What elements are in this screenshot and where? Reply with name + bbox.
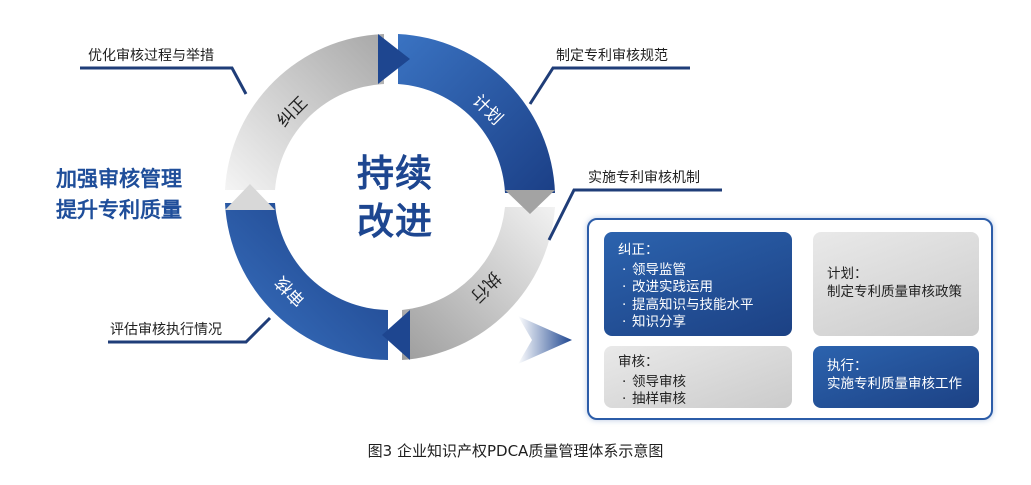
slogan-line2: 提升专利质量 (56, 198, 182, 222)
segment-check (225, 203, 388, 360)
figure-caption: 图3 企业知识产权PDCA质量管理体系示意图 (367, 442, 664, 460)
panel-check-title: 审核： (618, 354, 659, 370)
panel-check-item: 领导审核 (622, 374, 778, 392)
panel-act-item: 提高知识与技能水平 (622, 297, 778, 315)
callout-check: 评估审核执行情况 (110, 322, 222, 338)
segment-act (225, 34, 384, 190)
center-title: 持续 改进 (330, 150, 460, 246)
callout-act: 优化审核过程与举措 (88, 48, 214, 64)
panel-act-title: 纠正： (618, 242, 659, 258)
leader-line-plan (528, 66, 690, 105)
arrow-head-act (225, 184, 275, 210)
callout-plan: 制定专利审核规范 (556, 48, 668, 64)
center-title-line1: 持续 (357, 152, 433, 195)
segment-do (402, 207, 555, 360)
panel-pointer-arrow (518, 316, 572, 364)
panel-act-item: 知识分享 (622, 314, 778, 332)
panel-do-text: 实施专利质量审核工作 (827, 375, 962, 392)
panel-box-plan: 计划： 制定专利质量审核政策 (813, 232, 979, 336)
callout-do: 实施专利审核机制 (588, 170, 700, 186)
arrow-head-plan (378, 34, 410, 84)
panel-plan-title: 计划： (827, 266, 868, 282)
panel-check-item: 抽样审核 (622, 391, 778, 409)
arrow-head-check (382, 310, 410, 360)
segment-plan (398, 34, 555, 193)
panel-plan-text: 制定专利质量审核政策 (827, 283, 962, 300)
leader-line-act (80, 66, 248, 95)
panel-act-item: 改进实践运用 (622, 279, 778, 297)
leader-line-check (108, 316, 272, 344)
leader-line-do (547, 188, 722, 241)
panel-box-act: 纠正： 领导监管 改进实践运用 提高知识与技能水平 知识分享 (604, 232, 792, 336)
slogan: 加强审核管理 提升专利质量 (56, 164, 182, 226)
center-title-line2: 改进 (357, 200, 433, 243)
panel-box-do: 执行： 实施专利质量审核工作 (813, 346, 979, 408)
panel-do-title: 执行： (827, 358, 868, 374)
panel-act-item: 领导监管 (622, 262, 778, 280)
slogan-line1: 加强审核管理 (56, 167, 182, 191)
arrow-head-do (505, 190, 555, 214)
panel-box-check: 审核： 领导审核 抽样审核 (604, 346, 792, 408)
